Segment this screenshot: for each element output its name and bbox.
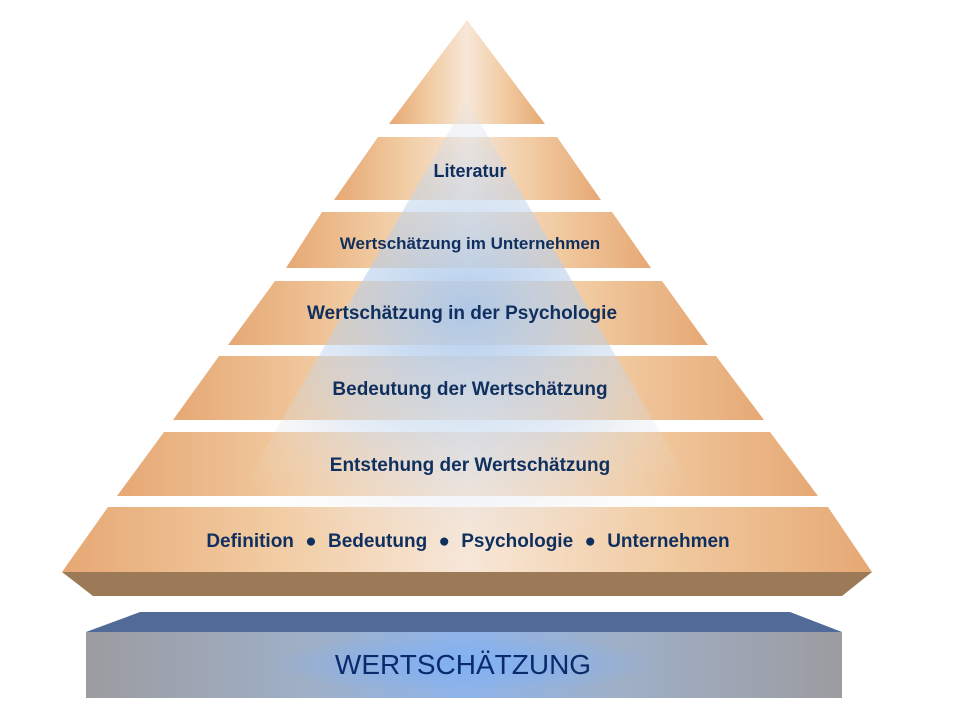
base-items-line: Definition ● Bedeutung ● Psychologie ● U… [206,531,729,552]
level-label-literatur: Literatur [433,161,506,181]
base-item-unternehmen: Unternehmen [607,531,729,552]
foundation-slab-glow [264,634,664,694]
level-label-unternehmen: Wertschätzung im Unternehmen [340,234,600,253]
pyramid-core-glow [195,100,740,570]
base-item-bedeutung: Bedeutung [328,531,427,552]
level-label-psychologie: Wertschätzung in der Psychologie [307,303,617,324]
level-label-bedeutung: Bedeutung der Wertschätzung [332,379,607,400]
level-label-entstehung: Entstehung der Wertschätzung [330,455,610,476]
bullet-separator: ● [438,531,449,552]
base-item-psychologie: Psychologie [461,531,573,552]
pyramid-apex [389,20,545,124]
foundation-label: WERTSCHÄTZUNG [335,649,591,680]
foundation-slab-top [86,612,842,632]
pyramid-base-shadow [62,572,872,596]
base-item-definition: Definition [206,531,294,552]
bullet-separator: ● [305,531,316,552]
bullet-separator: ● [584,531,595,552]
